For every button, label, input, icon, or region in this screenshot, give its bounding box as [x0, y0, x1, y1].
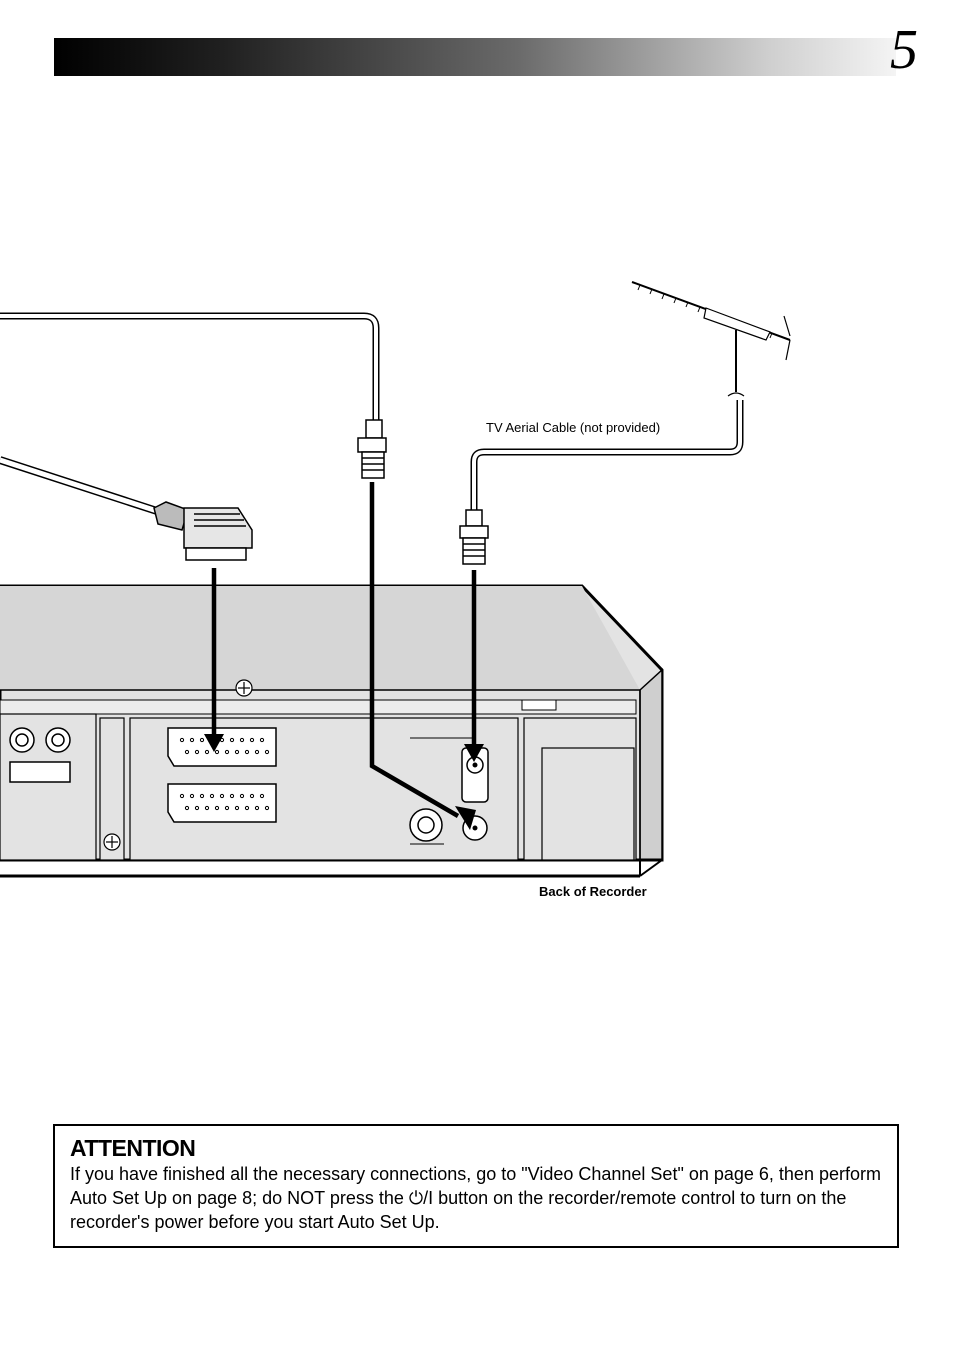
- attention-title: ATTENTION: [70, 1135, 196, 1161]
- attention-text-part1: If you have finished all the necessary c…: [70, 1164, 881, 1209]
- tv-aerial-antenna: [631, 281, 791, 397]
- recorder-label: Back of Recorder: [539, 884, 647, 899]
- arrow-heads: [204, 734, 484, 830]
- attention-box: ATTENTION If you have finished all the n…: [53, 1124, 899, 1248]
- connection-arrows: [211, 482, 477, 818]
- attention-text-part2: button on the recorder/remote control to…: [70, 1188, 847, 1233]
- scart-socket-pins: [179, 737, 270, 811]
- rf-plug-tv: [357, 419, 387, 479]
- header-gradient-bar: [54, 38, 896, 76]
- aerial-cable-label: TV Aerial Cable (not provided): [486, 420, 661, 435]
- rf-plug-aerial: [459, 509, 489, 565]
- rf-cable-to-tv: [0, 312, 380, 420]
- scart-cable: [0, 456, 162, 516]
- page-number: 5: [890, 19, 918, 81]
- scart-plug: [153, 501, 253, 561]
- attention-body: If you have finished all the necessary c…: [70, 1162, 881, 1234]
- connection-diagram: [0, 281, 791, 878]
- aerial-cable: [470, 400, 744, 510]
- recorder-back: [0, 584, 664, 878]
- power-button-symbol: ⏻/I: [408, 1188, 434, 1209]
